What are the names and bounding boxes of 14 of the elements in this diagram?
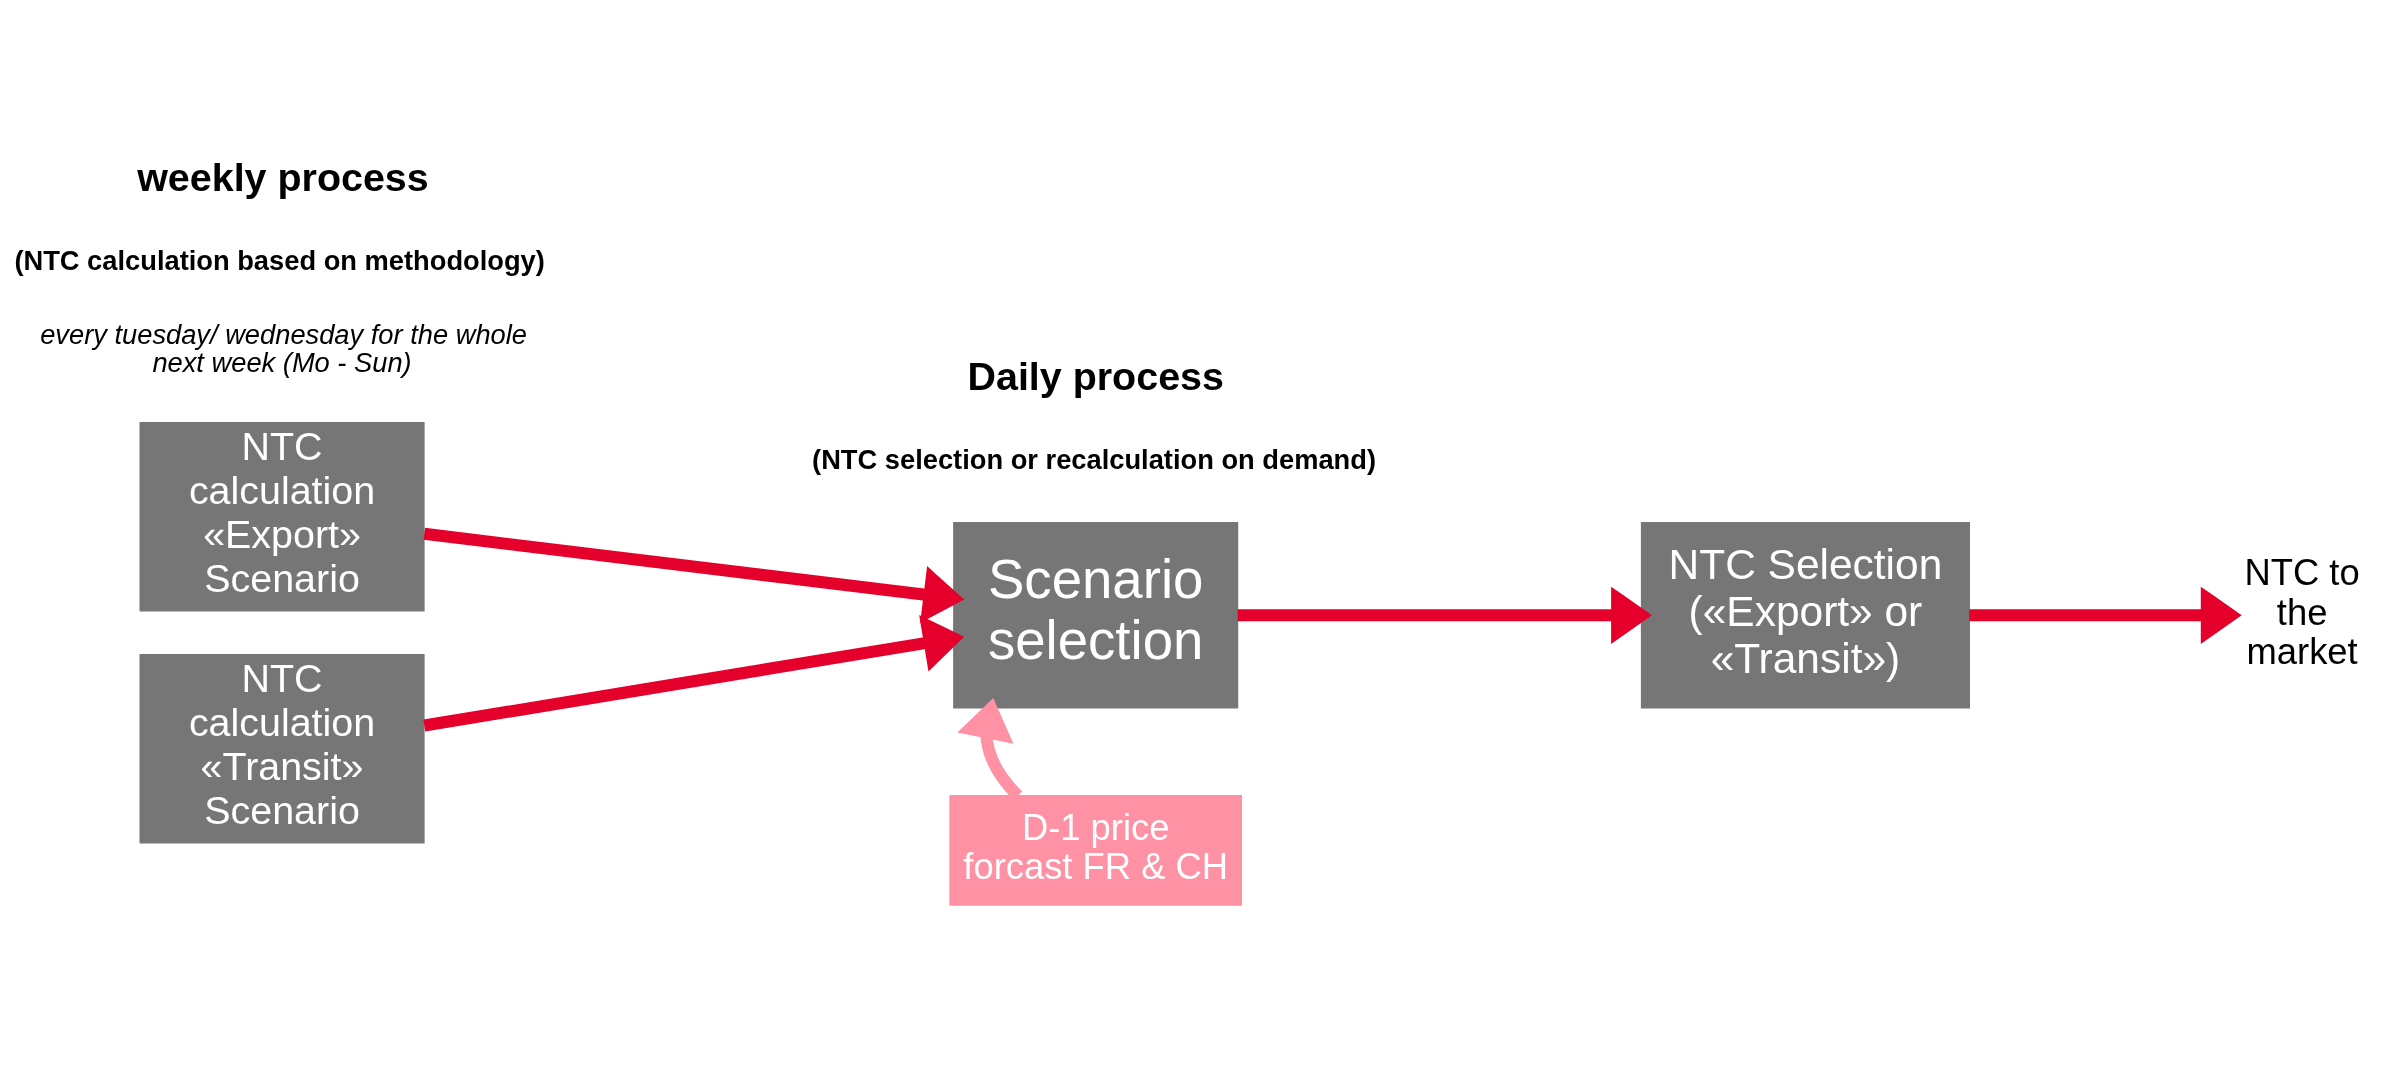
node-box: NTC Selection («Export» or «Transit») [1640,522,1970,709]
arrow [1969,586,2242,644]
node-text: NTC to the market [2244,552,2360,673]
label: Daily process [967,353,1224,398]
label: weekly process [137,155,429,200]
label: (NTC calculation based on methodology) [14,245,545,277]
label: every tuesday/ wednesday for the whole next week (Mo - Sun) [40,319,527,378]
arrow [423,615,965,732]
node-box: D-1 price forcast FR & CH [949,795,1243,906]
node-box: Scenario selection [953,522,1239,709]
label: (NTC selection or recalculation on demand) [812,443,1376,475]
node-box: NTC calculation «Export» Scenario [139,421,425,612]
node-box: NTC calculation «Transit» Scenario [139,653,425,844]
arrow [1237,586,1652,644]
